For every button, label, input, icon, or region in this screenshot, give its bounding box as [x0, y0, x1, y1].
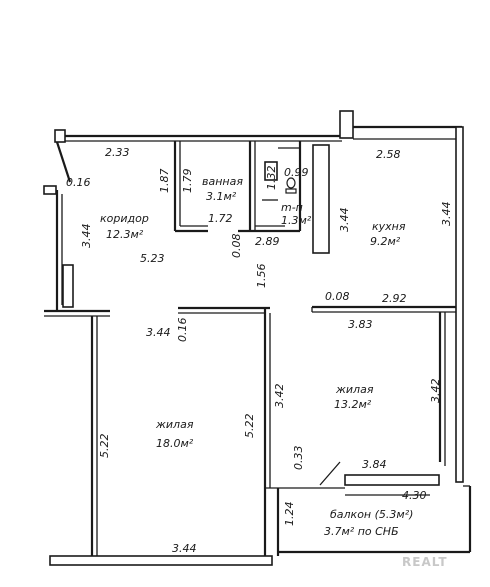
room-balcony-note: 3.7м² по СНБ — [324, 525, 399, 538]
room-toilet-area: 1.3м² — [281, 214, 312, 227]
toilet-fixture-icon — [286, 177, 296, 189]
dim-hall-height: 1.56 — [255, 264, 268, 289]
walls — [43, 110, 472, 566]
dim-toilet-bottom: 2.89 — [255, 235, 280, 248]
dim-living-small-top: 3.83 — [348, 318, 373, 331]
kitchen-vent-shaft — [312, 144, 330, 254]
dimensions: 2.33 0.16 3.44 5.23 1.87 1.79 1.72 1.32 … — [66, 146, 453, 555]
dim-corridor-top: 2.33 — [105, 146, 130, 159]
dim-toilet-width: 0.99 — [284, 166, 309, 179]
dim-bath-left-outer: 1.87 — [158, 169, 171, 194]
dim-kitchen-gap: 0.08 — [325, 290, 350, 303]
balcony-pointer — [319, 461, 341, 486]
watermark-text: REALT — [402, 555, 448, 569]
dim-kitchen-bottom: 2.92 — [382, 292, 407, 305]
room-kitchen-area: 9.2м² — [370, 235, 401, 248]
room-living-small-name: жилая — [335, 383, 374, 396]
room-kitchen-name: кухня — [372, 220, 406, 233]
wall-balcony-lip — [344, 474, 440, 486]
room-living-large-area: 18.0м² — [156, 437, 194, 450]
room-labels: коридор 12.3м² ванная 3.1м² m-п 1.3м² ку… — [100, 175, 413, 538]
wall-corridor-diagonal — [55, 141, 72, 183]
room-living-small-area: 13.2м² — [334, 398, 372, 411]
dim-bath-width: 1.72 — [208, 212, 233, 225]
dim-kitchen-right: 3.44 — [440, 202, 453, 227]
dim-living-small-bottom: 3.84 — [362, 458, 387, 471]
dim-balcony-gap: 0.33 — [292, 446, 305, 471]
dim-kitchen-left: 3.44 — [338, 208, 351, 233]
dim-living-small-right: 3.42 — [429, 379, 442, 404]
room-corridor-area: 12.3м² — [106, 228, 144, 241]
room-living-large-name: жилая — [155, 418, 194, 431]
dim-living-small-left: 3.42 — [273, 384, 286, 409]
dim-living-large-right: 5.22 — [243, 414, 256, 439]
toilet-tank-icon — [285, 188, 297, 194]
dim-balcony-width: 4.30 — [402, 489, 427, 502]
room-bathroom-name: ванная — [202, 175, 243, 188]
dim-corridor-diag: 0.16 — [66, 176, 91, 189]
wall-bottom — [49, 555, 273, 566]
room-balcony-name: балкон (5.3м²) — [330, 508, 413, 521]
dim-living-large-bottom: 3.44 — [172, 542, 197, 555]
room-corridor-name: коридор — [100, 212, 149, 225]
room-toilet-name: m-п — [281, 201, 303, 214]
wall-right-exterior — [455, 126, 464, 483]
dim-bath-left-inner: 1.79 — [181, 169, 194, 194]
dim-toilet-height: 1.32 — [265, 166, 278, 191]
wall-entrance-niche — [62, 264, 74, 308]
wall-top-left-cap — [54, 129, 66, 143]
dim-toilet-gap: 0.08 — [230, 234, 243, 259]
dim-living-large-left: 5.22 — [98, 434, 111, 459]
dim-corridor-width: 5.23 — [140, 252, 165, 265]
wall-toilet-cap — [264, 161, 278, 181]
wall-corridor-left-cap — [43, 185, 57, 195]
room-bathroom-area: 3.1м² — [206, 190, 237, 203]
dim-kitchen-top: 2.58 — [376, 148, 401, 161]
dim-living-large-gap: 0.16 — [176, 318, 189, 343]
wall-kitchen-top-pillar — [339, 110, 354, 139]
dim-balcony-height: 1.24 — [283, 502, 296, 527]
dim-corridor-height: 3.44 — [80, 224, 93, 249]
dim-living-large-top: 3.44 — [146, 326, 171, 339]
